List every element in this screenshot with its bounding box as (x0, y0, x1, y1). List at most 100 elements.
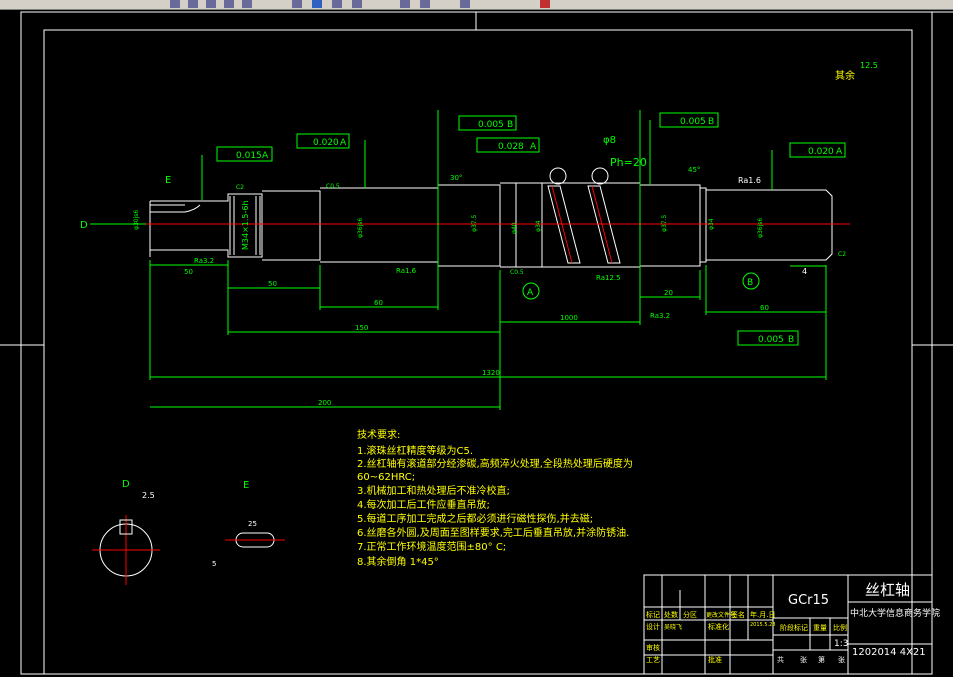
dia-2: M34×1.5-6h (241, 200, 250, 250)
ball-dia: φ8 (603, 135, 616, 146)
dim-50b: 50 (268, 280, 277, 288)
dim-150: 150 (355, 324, 368, 332)
toolbar (0, 0, 953, 10)
tool-icon[interactable] (170, 0, 180, 8)
tb-qianming: 签名 (731, 610, 745, 619)
note-item: 1.滚珠丝杠精度等级为C5. (357, 444, 473, 457)
note-item: 8.其余倒角 1*45° (357, 555, 439, 568)
notes-heading: 技术要求: (357, 428, 400, 441)
other-finish: 其余 (835, 69, 855, 82)
pitch-label: Ph=20 (610, 156, 647, 169)
note-item: 60~62HRC; (357, 472, 415, 483)
dim-1000: 1000 (560, 314, 578, 322)
dim-20: 20 (664, 289, 673, 297)
note-item: 5.每道工序加工完成之后都必须进行磁性探伤,并去磁; (357, 512, 593, 525)
dia-4: φ37.5 (471, 215, 478, 233)
chamfer-c05: C0.5 (326, 183, 340, 190)
datum-A-label: A (527, 288, 534, 298)
note-item: 3.机械加工和热处理后不准冷校直; (357, 484, 510, 497)
tb-date: 2015.5.28 (750, 622, 775, 628)
section-D-dim: 2.5 (142, 491, 155, 500)
tool-icon[interactable] (332, 0, 342, 8)
tol-value-1: 0.015 (236, 151, 262, 161)
drawing-canvas[interactable]: 其余 12.5 0.015 A 0.020 A 0.005 B 0.028 A … (0, 10, 953, 677)
section-E-view (225, 532, 285, 548)
tool-icon[interactable] (224, 0, 234, 8)
drawing-number: 1202014 4X21 (852, 647, 926, 658)
section-D-title: D (122, 479, 130, 490)
inner-frame (43, 29, 913, 675)
tool-icon[interactable] (352, 0, 362, 8)
ra-16: Ra1.6 (396, 267, 417, 275)
tool-icon[interactable] (242, 0, 252, 8)
datum-A-circle (522, 282, 540, 300)
note-item: 4.每次加工后工件应垂直吊放; (357, 498, 490, 511)
tb-biaoji: 标记 (646, 610, 660, 619)
tool-icon[interactable] (188, 0, 198, 8)
tool-icon[interactable] (460, 0, 470, 8)
dim-60b: 60 (760, 304, 769, 312)
tol-datum-2: A (340, 138, 347, 148)
tb-zhongliang: 重量 (813, 624, 827, 632)
dim-1320: 1320 (482, 369, 500, 377)
tb-zhang2: 张 (838, 655, 845, 664)
ball-grooves (547, 167, 621, 264)
tool-icon[interactable] (540, 0, 550, 8)
note-item: 6.丝磨各外圆,及周面至图样要求,完工后垂直吊放,并涂防锈油. (357, 526, 629, 539)
tb-pizhun: 批准 (708, 655, 722, 664)
tol-value-2: 0.020 (313, 138, 339, 148)
tb-jieduan: 阶段标记 (780, 623, 808, 632)
tol-datum-7: B (788, 335, 794, 345)
tb-fenqu: 分区 (683, 610, 697, 619)
tol-datum-3: B (507, 120, 513, 130)
ra-125: Ra12.5 (596, 274, 621, 282)
dim-60a: 60 (374, 299, 383, 307)
dim-50a: 50 (184, 268, 193, 276)
datum-B-label: B (747, 278, 753, 288)
tol-datum-4: A (530, 142, 537, 152)
tool-icon[interactable] (400, 0, 410, 8)
dia-1: φ30js6 (133, 210, 140, 230)
technical-notes: 技术要求: 1.滚珠丝杠精度等级为C5. 2.丝杠轴有滚道部分经渗碳,高频淬火处… (357, 428, 633, 568)
thread-section (229, 196, 261, 255)
dia-3: φ36js6 (357, 218, 364, 238)
cad-drawing: 其余 12.5 0.015 A 0.020 A 0.005 B 0.028 A … (0, 11, 953, 675)
datum-B-circle (742, 272, 760, 290)
tb-biaozhunhua: 标准化 (708, 622, 729, 631)
tol-value-3: 0.005 (478, 120, 504, 130)
chamfer-c2: C2 (236, 184, 244, 191)
tb-zhang1: 张 (800, 655, 807, 664)
tb-gongyi: 工艺 (646, 656, 660, 664)
tb-gengai: 更改文件号 (706, 611, 736, 619)
shaft-outline (149, 182, 833, 268)
title-block (643, 574, 933, 675)
section-E-title: E (243, 480, 249, 491)
tb-bili: 比例 (833, 623, 847, 632)
dia-9: φ36js6 (757, 218, 764, 238)
note-item: 7.正常工作环境温度范围±80° C; (357, 540, 506, 553)
tb-gong: 共 (777, 655, 784, 664)
tb-sheji: 设计 (646, 622, 660, 631)
ra-32b: Ra3.2 (650, 312, 670, 320)
chamfer-c2b: C2 (838, 251, 846, 258)
tool-icon[interactable] (420, 0, 430, 8)
dia-7: φ37.5 (661, 215, 668, 233)
part-name: 丝杠轴 (865, 581, 910, 599)
tool-icon[interactable] (206, 0, 216, 8)
tol-value-4: 0.028 (498, 142, 524, 152)
section-E-dim2: 5 (212, 560, 216, 568)
tb-chushu: 处数 (664, 610, 678, 619)
tol-value-7: 0.005 (758, 335, 784, 345)
section-E-dim1: 25 (248, 520, 257, 528)
tool-icon[interactable] (312, 0, 322, 8)
tolerance-frames (216, 112, 846, 346)
ra-32: Ra3.2 (194, 257, 214, 265)
ra-right: Ra1.6 (738, 176, 761, 185)
school-name: 中北大学信息商务学院 (850, 607, 940, 619)
tol-datum-5: B (708, 117, 714, 127)
tb-shenhe: 审核 (646, 643, 660, 652)
tool-icon[interactable] (292, 0, 302, 8)
dimension-lines (90, 110, 827, 410)
dim-4: 4 (802, 267, 807, 276)
dia-6: φ34 (535, 220, 542, 232)
